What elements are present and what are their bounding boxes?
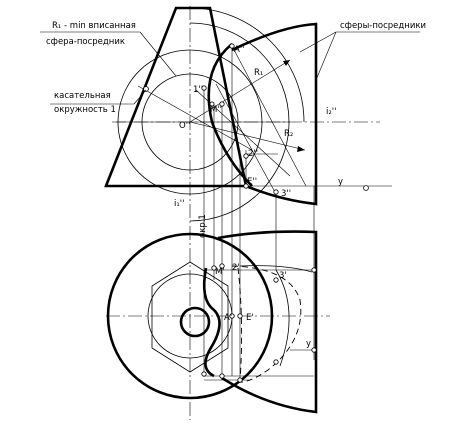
- point-2-2: [243, 153, 249, 159]
- point-a2: [229, 43, 235, 49]
- label-y-top: y: [338, 177, 343, 187]
- label-m2: M'': [210, 105, 222, 115]
- label-a1: A': [224, 313, 232, 323]
- front-view: [104, 6, 392, 420]
- cone-outline: [104, 6, 248, 188]
- label-m1: M': [215, 267, 225, 277]
- y-axis-point-top: [363, 185, 369, 191]
- point-bottom-4: [273, 359, 279, 365]
- callout-spheres: сферы-посредники: [340, 21, 426, 31]
- leader-tangent: [133, 89, 147, 105]
- radius-r2-line: [189, 121, 306, 151]
- cylinder-outline-top: [217, 230, 318, 414]
- label-e2: E'': [247, 177, 257, 187]
- arc-level-3: [239, 265, 313, 273]
- point-3-1: [273, 277, 279, 283]
- tangent-line: [137, 85, 253, 151]
- point-right-bottom: [311, 347, 317, 353]
- point-a1: [229, 313, 235, 319]
- construction-line-b: [215, 83, 277, 195]
- point-m2-marker: [209, 101, 215, 107]
- cone-base-circle: [106, 232, 274, 400]
- r2-arrowhead: [297, 146, 305, 152]
- radius-r1-line: [189, 59, 291, 123]
- label-circle-1: окр.1: [198, 214, 208, 238]
- label-r1: R₁: [254, 68, 263, 78]
- intersection-curve-top: [202, 267, 221, 378]
- label-o2: O'': [179, 121, 190, 131]
- point-1-2: [201, 85, 207, 91]
- labels: R₁ - min вписанная сфера-посредник сферы…: [46, 21, 426, 349]
- label-3-1: 3': [279, 271, 287, 281]
- construction-line-a: [231, 45, 307, 187]
- leader-spheres-1: [299, 31, 337, 53]
- point-bottom-2: [219, 373, 225, 379]
- point-e1: [237, 313, 243, 319]
- callout-min-sphere-2: сфера-посредник: [46, 37, 125, 47]
- point-e2: [243, 183, 249, 189]
- arc-sphere-right: [275, 269, 290, 367]
- point-bottom-1: [201, 371, 207, 377]
- label-a2: A'': [234, 45, 245, 55]
- hidden-curve-right: [231, 265, 302, 383]
- point-2-1: [219, 263, 225, 269]
- point-right-top: [311, 267, 317, 273]
- cone-top-circle: [179, 306, 211, 338]
- label-1-2: 1'': [193, 85, 203, 95]
- leader-min-sphere: [139, 31, 177, 77]
- label-3-2: 3'': [281, 189, 291, 199]
- hexagon-projection: [151, 261, 229, 373]
- label-i2: i₂'': [326, 107, 336, 117]
- hidden-curve-mid: [237, 267, 243, 383]
- label-2-2: 2'': [248, 149, 258, 159]
- front-view-points: [201, 43, 279, 195]
- label-e1: E': [246, 313, 254, 323]
- point-3-2: [273, 189, 279, 195]
- label-2-1: 2': [232, 263, 240, 273]
- cylinder-outline: [231, 22, 318, 206]
- leader-spheres-2: [315, 31, 337, 81]
- point-bottom-3: [237, 377, 243, 383]
- callout-tangent-1: касательная: [54, 91, 111, 101]
- tangent-point: [143, 86, 149, 92]
- callout-tangent-2: окружность 1: [54, 105, 116, 115]
- label-r2: R₂: [284, 129, 293, 139]
- label-y-bottom: y: [306, 339, 311, 349]
- callout-leaders: [40, 31, 420, 105]
- top-view: [106, 230, 330, 414]
- callout-min-sphere-1: R₁ - min вписанная: [52, 21, 136, 31]
- point-m2: [219, 101, 225, 107]
- r1-arrowhead: [283, 60, 290, 66]
- point-m1: [211, 265, 217, 271]
- label-i1: i₁'': [174, 199, 184, 209]
- outer-sphere-arc: [189, 7, 305, 123]
